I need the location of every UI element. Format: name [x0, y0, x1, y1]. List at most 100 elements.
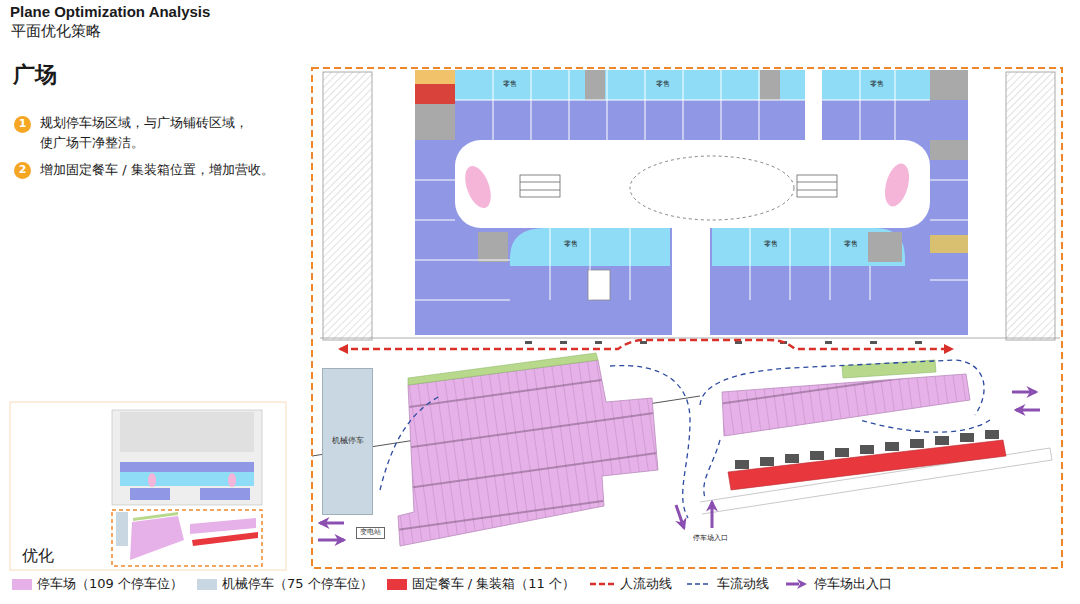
- legend-item: 停车场出入口: [783, 575, 892, 593]
- thumbnail-plan: [120, 472, 254, 486]
- building-plan: [455, 70, 805, 100]
- shop-grid-line: [493, 70, 494, 140]
- building-plan: [930, 70, 968, 100]
- shop-label: 零售: [655, 80, 671, 88]
- road-line: [320, 338, 1060, 339]
- shop-grid-line: [870, 266, 871, 300]
- thumbnail-plan: [200, 488, 250, 500]
- shop-label: 零售: [869, 80, 885, 88]
- shop-grid-line: [550, 228, 551, 300]
- shop-grid-line: [590, 228, 591, 300]
- legend-item: 人流动线: [589, 575, 672, 593]
- food-truck-row: [810, 451, 824, 460]
- thumbnail-plan: [228, 473, 236, 487]
- atrium-feature: [460, 156, 913, 220]
- building-plan: [415, 70, 968, 335]
- car-flow-line: [860, 420, 990, 432]
- shop-grid-line: [415, 180, 455, 181]
- thumbnail-plan: [192, 532, 258, 546]
- atrium-feature: [630, 156, 794, 220]
- hatched-block: [323, 72, 372, 340]
- escalator-symbol: [797, 182, 837, 183]
- legend-swatch: [12, 579, 32, 590]
- food-truck-row: [985, 430, 999, 439]
- escalator-symbol: [520, 190, 560, 191]
- shop-label: 零售: [763, 240, 779, 248]
- entrance-arrow: [320, 522, 344, 525]
- bollard: [525, 341, 922, 344]
- bollard: [870, 341, 877, 344]
- entrance-arrow: [676, 505, 684, 528]
- shop-grid-line: [531, 70, 532, 140]
- food-truck-row: [960, 433, 974, 442]
- shop-label: 零售: [843, 240, 859, 248]
- building-plan: [930, 140, 968, 160]
- shop-grid-line: [683, 70, 684, 140]
- legend-line-sample: [783, 578, 809, 590]
- entrance-arrow: [711, 502, 714, 528]
- legend-arrow: [797, 579, 807, 589]
- car-flow-line: [704, 440, 720, 498]
- entrance-arrow: [1012, 391, 1036, 394]
- shop-grid-line: [569, 70, 570, 140]
- bollard: [735, 341, 742, 344]
- shop-grid-line: [860, 70, 861, 140]
- building-plan: [760, 70, 780, 100]
- node-label: 变电站: [360, 529, 381, 537]
- building-plan: [672, 215, 710, 335]
- page-subtitle: 平面优化策略: [11, 22, 101, 40]
- building-plan: [588, 270, 610, 300]
- legend-line-sample: [589, 578, 615, 590]
- entrance-arrow: [1016, 409, 1040, 412]
- legend-line-sample: [686, 578, 712, 590]
- node-label: 机械停车: [332, 437, 364, 446]
- food-truck-row: [910, 439, 924, 448]
- bollard: [525, 341, 532, 344]
- legend-arrow: [786, 583, 799, 586]
- entrance-arrow: [318, 539, 344, 542]
- escalator-symbol: [520, 182, 560, 183]
- food-truck-row: [935, 436, 949, 445]
- building-plan: [805, 70, 822, 142]
- legend-line: [687, 583, 711, 585]
- page-title: Plane Optimization Analysis: [10, 3, 210, 20]
- legend-text: 机械停车（75 个停车位）: [222, 575, 373, 593]
- thumbnail-plan: [112, 410, 262, 505]
- legend: 停车场（109 个停车位）机械停车（75 个停车位）固定餐车 / 集装箱（11 …: [12, 575, 892, 593]
- legend-text: 固定餐车 / 集装箱（11 个）: [412, 575, 575, 593]
- bollard: [825, 341, 832, 344]
- atrium-feature: [881, 161, 914, 209]
- food-truck-row: [785, 454, 799, 463]
- building-plan: [930, 235, 968, 253]
- substation-box: 变电站: [356, 527, 385, 539]
- shop-grid-line: [415, 70, 968, 300]
- building-plan: [415, 104, 455, 140]
- shop-grid-line: [455, 100, 805, 101]
- bollard: [640, 341, 647, 344]
- bollard: [560, 341, 567, 344]
- callout-number: 2: [14, 162, 31, 179]
- food-truck-row: [760, 457, 774, 466]
- legend-text: 车流动线: [717, 575, 769, 593]
- atrium-feature: [460, 163, 496, 212]
- shop-grid-line: [415, 260, 510, 261]
- hatched-block: [1006, 72, 1055, 340]
- strategy-note: 规划停车场区域，与广场铺砖区域， 使广场干净整洁。: [40, 113, 258, 153]
- parking-lot: [398, 360, 658, 546]
- food-truck-row: [728, 430, 1006, 490]
- green-strip: [408, 353, 598, 385]
- thumbnail-plan: [130, 488, 170, 500]
- thumbnail-plan: [130, 516, 184, 560]
- food-truck-row: [835, 448, 849, 457]
- legend-text: 停车场出入口: [814, 575, 892, 593]
- callout-number: 1: [14, 116, 31, 133]
- escalator-symbol: [797, 190, 837, 191]
- shop-label: 零售: [502, 80, 518, 88]
- car-flow-line: [380, 396, 440, 490]
- shop-label: 零售: [563, 240, 579, 248]
- people-flow-line: [340, 340, 952, 349]
- car-flow-line: [610, 366, 690, 518]
- building-plan: [415, 70, 455, 84]
- legend-item: 机械停车（75 个停车位）: [197, 575, 373, 593]
- thumbnail-plan: [133, 512, 178, 521]
